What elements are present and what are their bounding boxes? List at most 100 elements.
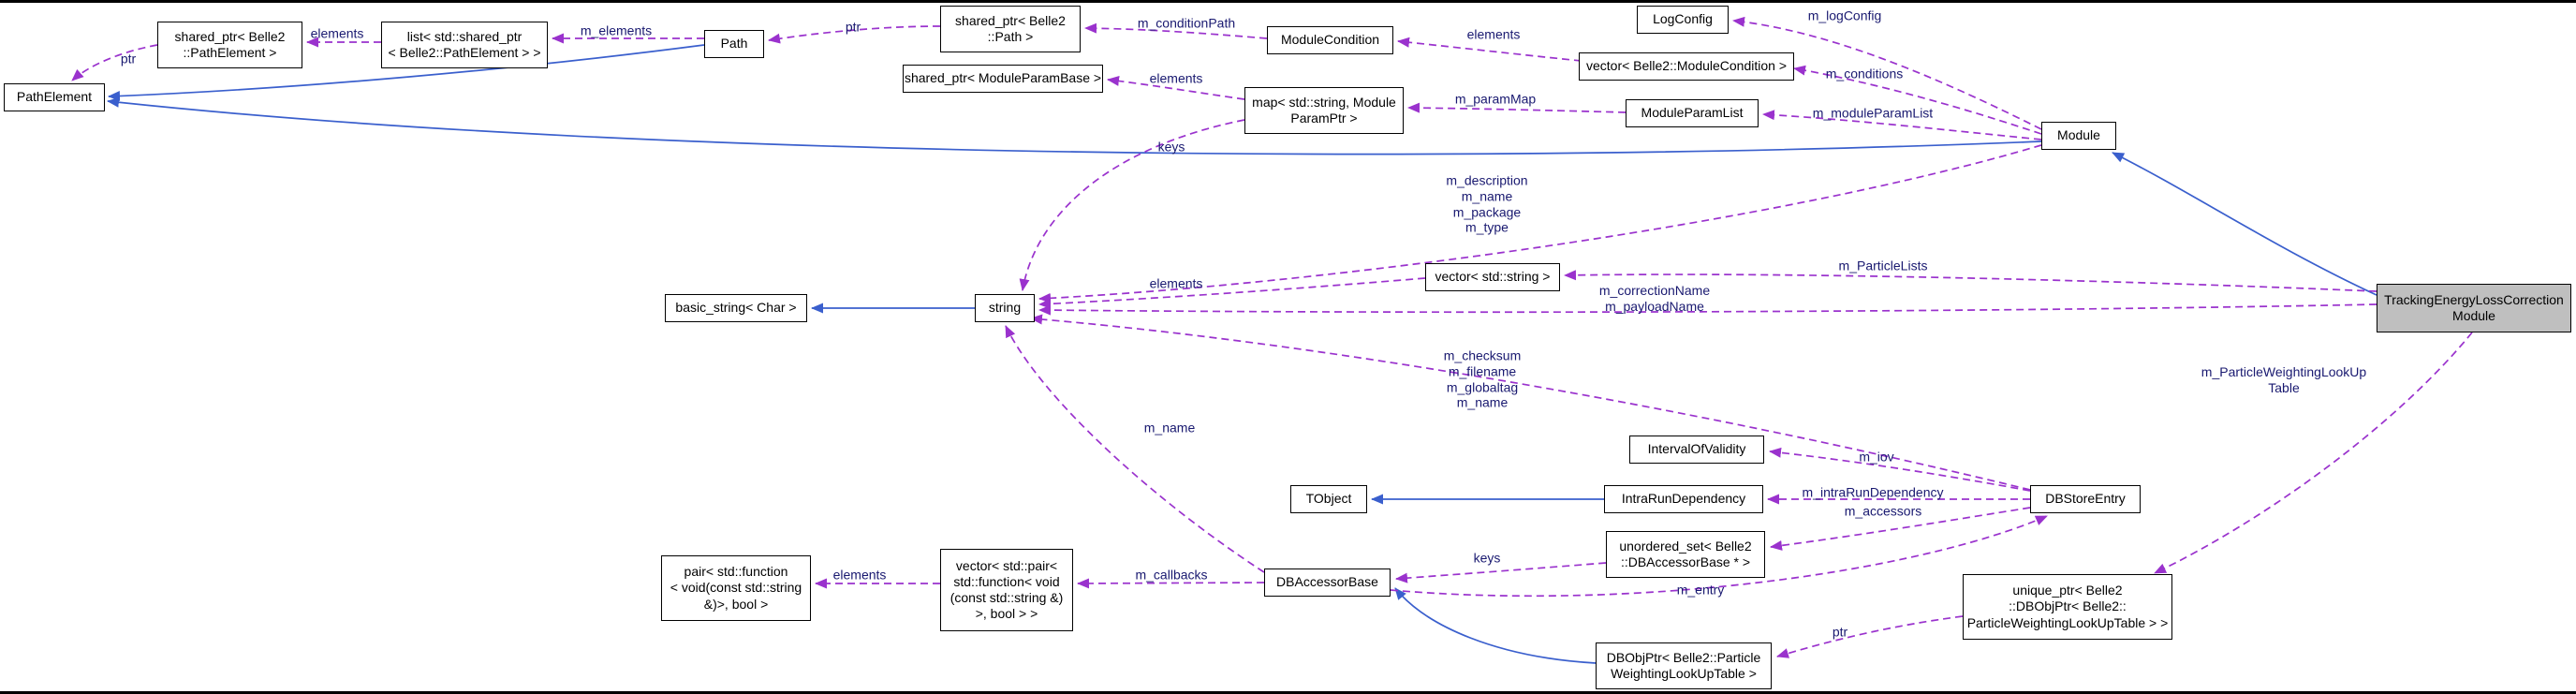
- node-label-line: ::DBObjPtr< Belle2::: [2009, 598, 2127, 614]
- node-label-line: DBStoreEntry: [2045, 491, 2126, 507]
- node-module-param-list[interactable]: ModuleParamList: [1626, 99, 1759, 127]
- node-basic-string-char[interactable]: basic_string< Char >: [665, 294, 807, 322]
- node-tracking-energy-loss-correction-module: TrackingEnergyLossCorrection Module: [2377, 284, 2571, 332]
- node-label-line: basic_string< Char >: [675, 300, 797, 316]
- edge-label-m-name: m_name: [1143, 420, 1196, 436]
- edge-label-m-elements: m_elements: [580, 22, 653, 38]
- edge-usage-target-vectorstring: [1564, 270, 2377, 292]
- node-pair-function-bool[interactable]: pair< std::function < void(const std::st…: [661, 555, 811, 621]
- node-label-line: TObject: [1305, 491, 1352, 507]
- edge-inherit-path-pathelement: [108, 44, 705, 102]
- edge-usage-moduleparamlist-map: [1407, 102, 1627, 113]
- edge-label-m-parammap: m_paramMap: [1454, 91, 1537, 107]
- edge-label-elements: elements: [1149, 275, 1203, 291]
- edge-label-m-callbacks: m_callbacks: [1135, 567, 1208, 583]
- edge-usage-dbaccessorbase-dbstoreentry: [1390, 515, 2048, 598]
- edge-usage-module-string: [1038, 144, 2042, 303]
- node-label-line: Module: [2057, 127, 2100, 143]
- edges-layer: [71, 16, 2473, 664]
- node-label-line: shared_ptr< Belle2: [174, 28, 286, 44]
- node-label-line: >, bool > >: [975, 606, 1038, 622]
- edge-usage-modulecondition-sharedptrpath: [1084, 22, 1268, 39]
- edge-label-target-string-members: m_correctionName m_payloadName: [1598, 283, 1711, 314]
- edge-usage-dbstoreentry-unorderedset: [1770, 507, 2031, 551]
- node-dbstore-entry[interactable]: DBStoreEntry: [2030, 485, 2141, 513]
- edge-label-ptr: ptr: [120, 51, 137, 66]
- edge-label-elements: elements: [832, 567, 887, 583]
- node-interval-of-validity[interactable]: IntervalOfValidity: [1629, 436, 1764, 464]
- node-pathelement[interactable]: PathElement: [4, 83, 105, 111]
- node-label-line: pair< std::function: [684, 564, 788, 580]
- node-unordered-set-dbaccessor-base[interactable]: unordered_set< Belle2 ::DBAccessorBase *…: [1606, 531, 1765, 578]
- edge-usage-unorderedset-dbaccessorbase: [1395, 562, 1607, 583]
- node-label-line: PathElement: [16, 89, 93, 105]
- node-module[interactable]: Module: [2041, 122, 2116, 150]
- node-path[interactable]: Path: [704, 30, 764, 58]
- edge-label-m-logconfig: m_logConfig: [1807, 7, 1882, 23]
- edge-inherit-dbobjptr-dbaccessorbase: [1394, 587, 1597, 664]
- edge-usage-uniqueptr-dbobjptr: [1776, 615, 1964, 658]
- node-map-string-module-param-ptr[interactable]: map< std::string, Module ParamPtr >: [1244, 87, 1404, 134]
- node-label-line: WeightingLookUpTable >: [1611, 666, 1757, 681]
- node-label-line: std::function< void: [953, 573, 1060, 589]
- node-label-line: DBAccessorBase: [1276, 574, 1378, 590]
- edge-label-m-particlelists: m_ParticleLists: [1838, 258, 1928, 273]
- node-label-line: ::DBAccessorBase * >: [1620, 554, 1751, 569]
- node-unique-ptr-dbobjptr[interactable]: unique_ptr< Belle2 ::DBObjPtr< Belle2:: …: [1963, 574, 2172, 640]
- edge-label-keys: keys: [1157, 139, 1185, 155]
- node-label-line: ::Path >: [987, 29, 1034, 44]
- node-label-line: shared_ptr< ModuleParamBase >: [904, 70, 1102, 86]
- edge-label-m-intrarundependency: m_intraRunDependency: [1802, 484, 1944, 500]
- edge-label-dbstoreentry-string-members: m_checksum m_filename m_globaltag m_name: [1443, 347, 1522, 410]
- edge-label-ptr: ptr: [845, 19, 861, 35]
- edge-usage-target-string: [1038, 303, 2377, 316]
- node-label-line: IntraRunDependency: [1621, 491, 1746, 507]
- node-shared-ptr-module-param-base[interactable]: shared_ptr< ModuleParamBase >: [903, 65, 1103, 93]
- node-label-line: ParticleWeightingLookUpTable > >: [1966, 614, 2169, 630]
- node-label-line: ParamPtr >: [1290, 111, 1358, 126]
- node-label-line: (const std::string &): [949, 590, 1064, 605]
- node-dbaccessor-base[interactable]: DBAccessorBase: [1264, 568, 1391, 597]
- node-vector-pair-function-bool[interactable]: vector< std::pair< std::function< void (…: [940, 549, 1073, 631]
- node-label-line: string: [988, 300, 1022, 316]
- node-label-line: LogConfig: [1653, 11, 1713, 27]
- edge-usage-vectorstring-string: [1038, 277, 1426, 309]
- node-label-line: < Belle2::PathElement > >: [388, 45, 541, 60]
- node-shared-ptr-path[interactable]: shared_ptr< Belle2 ::Path >: [940, 6, 1081, 52]
- node-dbobjptr-particle-weighting[interactable]: DBObjPtr< Belle2::Particle WeightingLook…: [1596, 642, 1772, 689]
- edge-usage-map-sharedptrmpb: [1107, 75, 1245, 100]
- edge-inherit-module-pathelement: [107, 96, 2042, 155]
- node-label-line: vector< std::string >: [1435, 269, 1551, 285]
- node-tobject[interactable]: TObject: [1290, 485, 1367, 513]
- node-label-line: vector< std::pair<: [955, 557, 1058, 573]
- edge-label-elements: elements: [1149, 70, 1203, 86]
- node-vector-module-condition[interactable]: vector< Belle2::ModuleCondition >: [1579, 52, 1794, 81]
- node-label-line: unordered_set< Belle2: [1619, 538, 1752, 554]
- node-label-line: shared_ptr< Belle2: [955, 12, 1066, 28]
- node-list-shared-ptr-pathelement[interactable]: list< std::shared_ptr < Belle2::PathElem…: [381, 22, 548, 68]
- edge-label-m-conditions: m_conditions: [1825, 66, 1904, 81]
- node-label-line: DBObjPtr< Belle2::Particle: [1606, 649, 1761, 665]
- node-label-line: list< std::shared_ptr: [406, 28, 523, 44]
- edge-usage-module-logconfig: [1732, 16, 2042, 130]
- node-label-line: vector< Belle2::ModuleCondition >: [1585, 58, 1788, 74]
- node-label-line: Module: [2452, 308, 2495, 323]
- edge-usage-sharedptrpath-path: [768, 25, 941, 44]
- edge-label-module-string-members: m_description m_name m_package m_type: [1446, 172, 1528, 235]
- edge-usage-map-string-keys: [1019, 119, 1245, 291]
- edge-usage-module-vectormc: [1793, 65, 2042, 135]
- node-label-line: map< std::string, Module: [1252, 94, 1396, 110]
- node-label-line: &)>, bool >: [703, 596, 769, 612]
- edge-label-m-moduleparamlist: m_moduleParamList: [1812, 105, 1934, 121]
- node-label-line: ModuleCondition: [1280, 32, 1380, 48]
- edge-label-m-particleweightinglookuptable: m_ParticleWeightingLookUp Table: [2201, 364, 2367, 395]
- edge-usage-dbstoreentry-iov: [1769, 447, 2031, 492]
- node-module-condition[interactable]: ModuleCondition: [1267, 26, 1393, 54]
- node-intra-run-dependency[interactable]: IntraRunDependency: [1604, 485, 1763, 513]
- node-vector-string[interactable]: vector< std::string >: [1425, 263, 1560, 291]
- node-log-config[interactable]: LogConfig: [1637, 6, 1729, 34]
- node-string[interactable]: string: [975, 294, 1035, 322]
- node-shared-ptr-pathelement[interactable]: shared_ptr< Belle2 ::PathElement >: [157, 22, 302, 68]
- edge-label-m-entry: m_entry: [1676, 582, 1725, 598]
